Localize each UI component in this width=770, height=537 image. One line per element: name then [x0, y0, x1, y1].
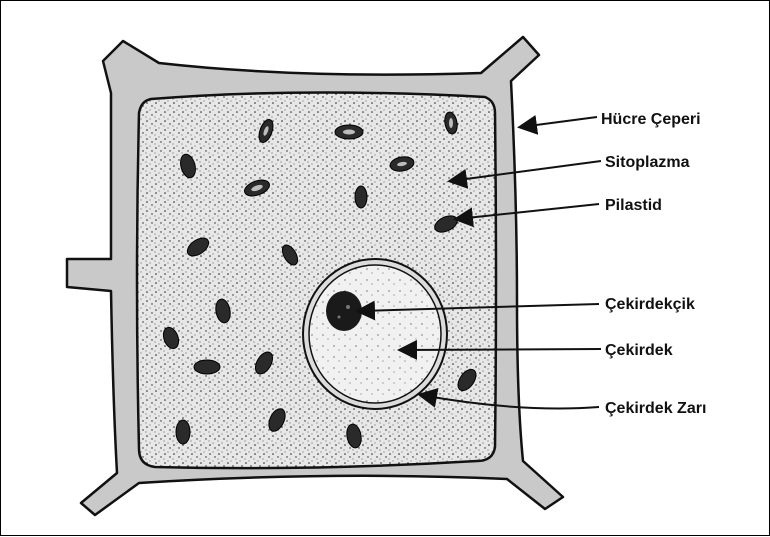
label-cytoplasm: Sitoplazma	[605, 154, 690, 171]
nucleolus	[326, 291, 362, 331]
nucleus	[309, 265, 441, 403]
label-cell-wall: Hücre Çeperi	[601, 111, 701, 128]
label-nuclear-membrane: Çekirdek Zarı	[605, 400, 706, 417]
label-nucleus: Çekirdek	[605, 342, 673, 359]
cytoplasm	[137, 92, 496, 468]
label-nucleolus: Çekirdekçik	[605, 296, 695, 313]
label-plastid: Pilastid	[605, 197, 662, 214]
